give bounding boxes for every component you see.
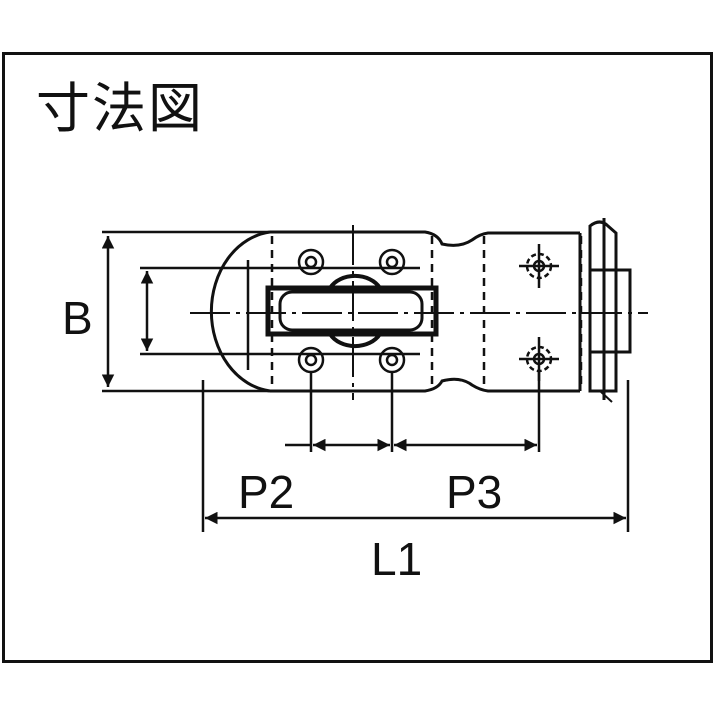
drawing-frame bbox=[2, 52, 713, 663]
dim-label-l1: L1 bbox=[371, 533, 422, 585]
dim-label-p2: P2 bbox=[238, 466, 294, 518]
dim-label-p3: P3 bbox=[446, 466, 502, 518]
center-lines bbox=[190, 225, 648, 400]
dimension-lines bbox=[101, 236, 626, 525]
extension-lines bbox=[102, 230, 630, 532]
page-title: 寸法図 bbox=[36, 77, 204, 140]
bolt-holes bbox=[297, 244, 559, 381]
dim-label-b: B bbox=[62, 292, 93, 344]
